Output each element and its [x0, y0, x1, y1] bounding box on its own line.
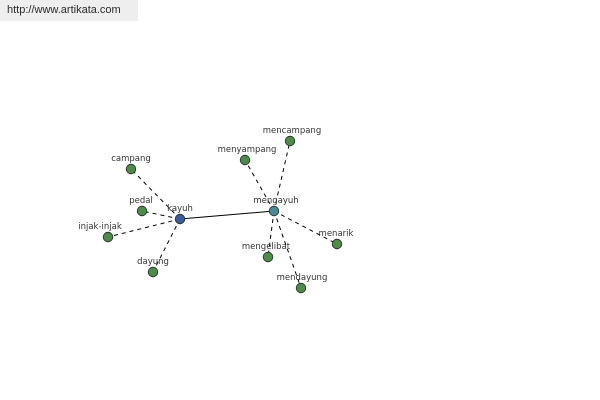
edge-kayuh-pedal [141, 210, 181, 220]
node-label-mencampang: mencampang [263, 126, 321, 136]
node-pedal[interactable] [136, 205, 148, 217]
edges-layer [107, 140, 338, 289]
node-label-mendayung: mendayung [277, 273, 328, 283]
node-dayung[interactable] [147, 266, 159, 278]
source-url: http://www.artikata.com [0, 0, 138, 21]
node-label-mengayuh: mengayuh [253, 196, 298, 206]
node-label-injak-injak: injak-injak [78, 222, 122, 232]
node-label-kayuh: kayuh [167, 204, 193, 214]
node-kayuh[interactable] [174, 213, 186, 225]
edge-kayuh-dayung [152, 218, 181, 273]
node-mencampang[interactable] [284, 135, 296, 147]
node-campang[interactable] [125, 163, 137, 175]
node-label-mengelibat: mengelibat [242, 242, 291, 252]
edge-mengayuh-menyampang [244, 159, 275, 212]
node-menyampang[interactable] [239, 154, 251, 166]
node-label-menyampang: menyampang [218, 145, 277, 155]
labels-layer: kayuh mengayuh campang pedal injak-injak dayu… [78, 126, 353, 283]
node-mengelibat[interactable] [262, 251, 274, 263]
edge-mengayuh-mencampang [273, 140, 291, 212]
edge-mengayuh-menarik [273, 210, 338, 245]
node-mengayuh[interactable] [268, 205, 280, 217]
node-label-campang: campang [111, 154, 151, 164]
edge-mengayuh-mendayung [273, 210, 302, 289]
node-label-pedal: pedal [129, 196, 153, 206]
edge-kayuh-campang [130, 168, 181, 220]
nodes-layer [102, 135, 343, 294]
node-injak-injak[interactable] [102, 231, 114, 243]
edge-kayuh-mengayuh [179, 210, 275, 220]
node-menarik[interactable] [331, 238, 343, 250]
node-label-menarik: menarik [319, 229, 354, 239]
node-label-dayung: dayung [137, 257, 169, 267]
node-mendayung[interactable] [295, 282, 307, 294]
